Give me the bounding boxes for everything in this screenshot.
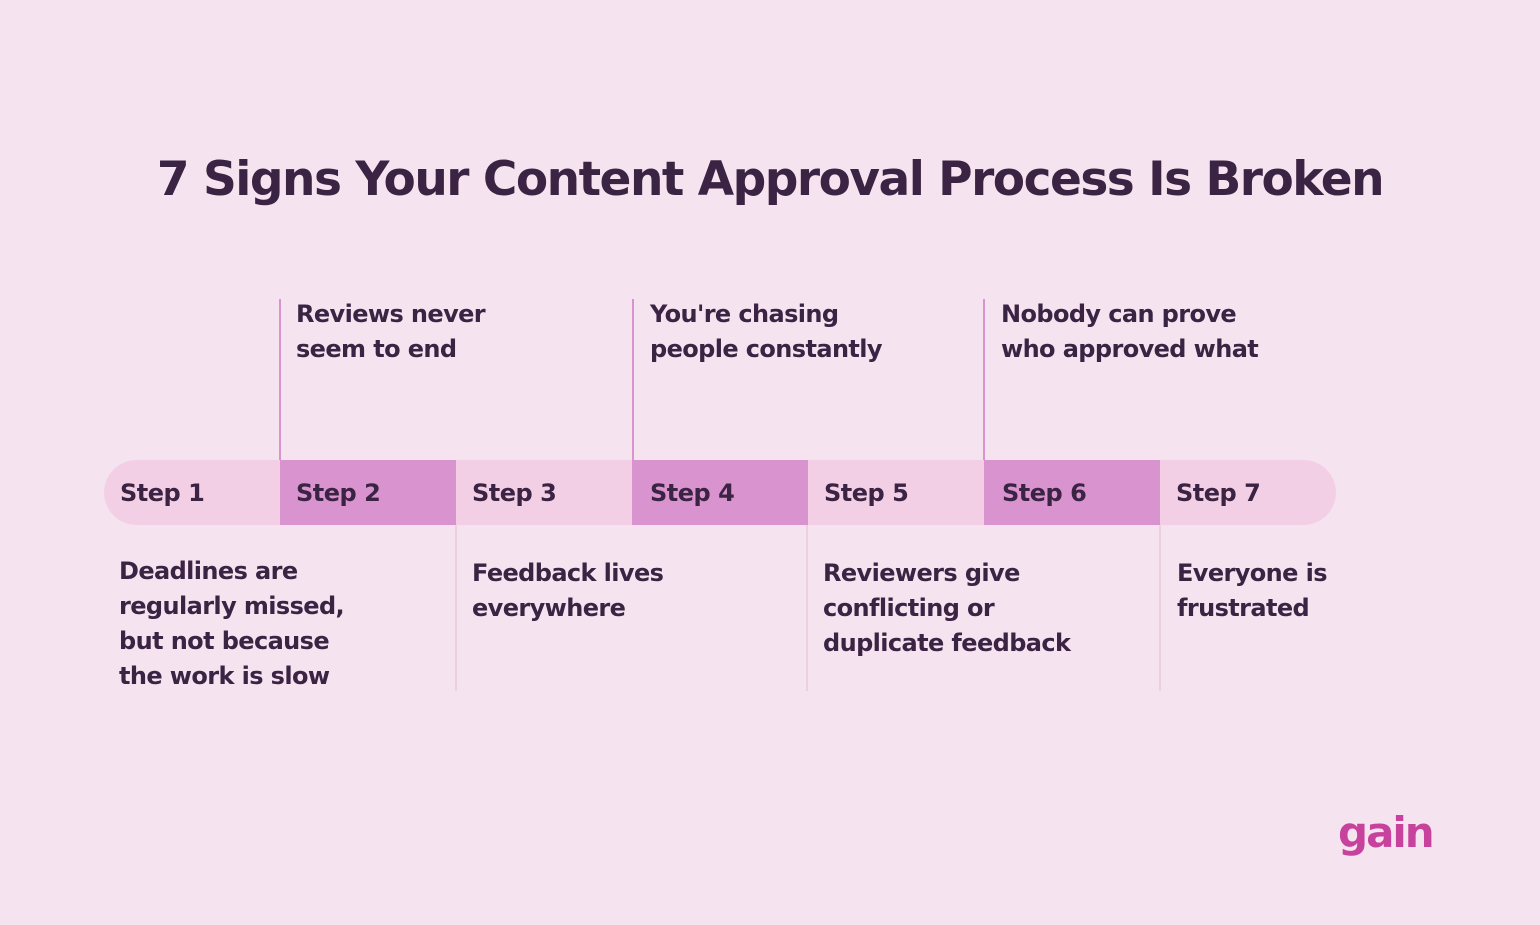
- step-4-label: Step 4: [650, 478, 735, 507]
- timeline-bar: Step 1 Step 2 Step 3 Step 4 Step 5 Step …: [104, 460, 1336, 525]
- step-2-segment: Step 2: [280, 460, 456, 525]
- step-1-description: Deadlines are regularly missed, but not …: [119, 557, 345, 690]
- gain-logo: gain: [1338, 808, 1435, 857]
- step-5-segment: Step 5: [808, 460, 984, 525]
- step-7-segment: Step 7: [1160, 460, 1336, 525]
- step-6-segment: Step 6: [984, 460, 1160, 525]
- step-4-description: You're chasing people constantly: [650, 300, 883, 363]
- step-2-label: Step 2: [296, 478, 381, 507]
- step-3-label: Step 3: [472, 478, 557, 507]
- page-title: 7 Signs Your Content Approval Process Is…: [156, 152, 1385, 207]
- connector-line-step-4: [632, 299, 634, 460]
- step-6-label: Step 6: [1002, 478, 1087, 507]
- step-7-description: Everyone is frustrated: [1177, 559, 1328, 622]
- step-4-segment: Step 4: [632, 460, 808, 525]
- step-5-label: Step 5: [824, 478, 909, 507]
- connector-line-step-2: [279, 299, 281, 460]
- step-5-description: Reviewers give conflicting or duplicate …: [823, 559, 1071, 657]
- connector-line-step-3: [455, 525, 457, 691]
- step-2-description: Reviews never seem to end: [296, 300, 486, 363]
- step-1-segment: Step 1: [104, 460, 280, 525]
- step-1-label: Step 1: [120, 478, 205, 507]
- step-3-segment: Step 3: [456, 460, 632, 525]
- step-3-description: Feedback lives everywhere: [472, 559, 664, 622]
- step-6-description: Nobody can prove who approved what: [1001, 300, 1259, 363]
- connector-line-step-5: [806, 525, 808, 691]
- connector-line-step-7: [1159, 525, 1161, 691]
- connector-line-step-6: [983, 299, 985, 460]
- step-7-label: Step 7: [1176, 478, 1261, 507]
